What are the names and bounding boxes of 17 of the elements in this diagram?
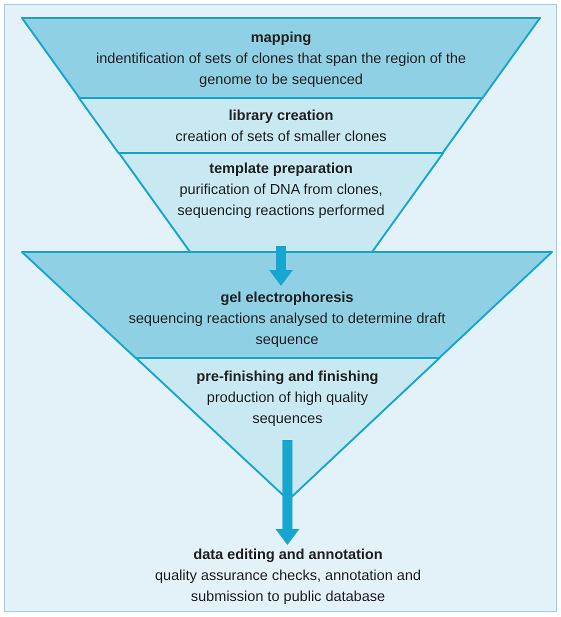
arrow	[269, 246, 293, 286]
band-heading: gel electrophoresis	[220, 289, 354, 308]
step-heading: data editing and annotation	[193, 546, 383, 565]
funnel-band	[136, 358, 440, 500]
step-description: quality assurance checks, annotation and submission to public database	[154, 567, 422, 607]
band-description: production of high quality sequences	[206, 389, 370, 429]
arrow	[275, 440, 300, 545]
band-heading: template preparation	[209, 160, 353, 179]
band-description: creation of sets of smaller clones	[175, 128, 387, 147]
funnel-band	[22, 252, 552, 358]
band-description: purification of DNA from clones, sequencing reactions performed	[176, 181, 386, 221]
band-description: indentification of sets of clones that span the region of the genome to be sequenced	[96, 50, 466, 90]
band-heading: library creation	[228, 107, 334, 126]
band-heading: mapping	[250, 29, 312, 48]
band-heading: pre-finishing and finishing	[196, 368, 378, 387]
funnel-band	[118, 153, 444, 252]
band-description: sequencing reactions analysed to determine draft sequence	[128, 310, 446, 350]
